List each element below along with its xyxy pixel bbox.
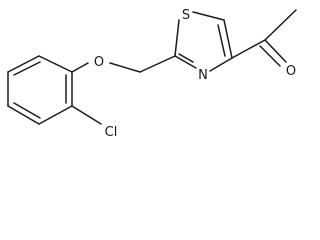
bond-nitrogen-c2	[174, 55, 197, 69]
bond-ring-c1-c2	[38, 55, 73, 73]
benzene-ring	[7, 55, 73, 125]
bond-ring-oxygen	[71, 62, 89, 73]
atom-ether-oxygen-label: O	[94, 55, 104, 70]
bond-ring-double-inner-2	[13, 102, 41, 119]
bond-ring-chlorine	[71, 105, 102, 125]
bond-c4-nitrogen	[209, 57, 233, 72]
bond-oxygen-methylene	[109, 62, 141, 73]
bond-carbonyl-oxygen-double	[259, 45, 281, 67]
bond-sulfur-c5	[192, 11, 225, 21]
bond-ring-c5-c6	[38, 105, 73, 125]
atom-sulfur-label: S	[182, 8, 190, 23]
atom-chlorine-label: Cl	[105, 125, 118, 140]
thiazole-ring	[174, 11, 233, 72]
bond-carbonyl-oxygen	[264, 39, 287, 63]
bond-ring-c4-c5	[7, 105, 40, 125]
bond-carbonyl-methyl	[264, 9, 297, 41]
bond-nitrogen-c2-double	[178, 53, 194, 63]
bond-c2-sulfur	[174, 19, 180, 57]
atom-carbonyl-oxygen-label: O	[286, 64, 296, 79]
bond-methylene-thiazole	[139, 55, 176, 73]
bond-ring-double-inner-1	[13, 61, 41, 76]
chemical-structure: S N O O Cl	[7, 8, 297, 140]
bond-c5-c4	[223, 19, 233, 59]
bond-c4-carbonyl	[231, 39, 266, 59]
bond-ring-c2-c3	[7, 55, 40, 73]
bond-c5-c4-double	[217, 24, 226, 57]
atom-nitrogen-label: N	[198, 68, 208, 83]
